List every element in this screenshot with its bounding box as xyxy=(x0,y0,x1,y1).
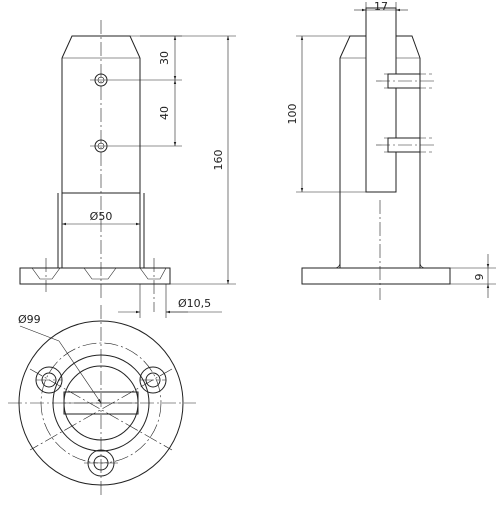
dim-dia50: Ø50 xyxy=(90,210,113,223)
dim-17: 17 xyxy=(374,0,388,13)
dim-dia99: Ø99 xyxy=(18,313,41,326)
dim-40: 40 xyxy=(158,106,171,120)
top-view: Ø99 xyxy=(8,305,196,498)
side-view: 17 100 9 xyxy=(286,0,496,300)
dim-160: 160 xyxy=(212,150,225,171)
front-view: 30 40 160 Ø50 Ø10,5 xyxy=(19,20,236,318)
glass-panel xyxy=(365,7,397,193)
dim-100: 100 xyxy=(286,104,299,125)
dim-9: 9 xyxy=(473,274,486,281)
dim-30: 30 xyxy=(158,51,171,65)
dim-dia10-5: Ø10,5 xyxy=(178,297,211,310)
